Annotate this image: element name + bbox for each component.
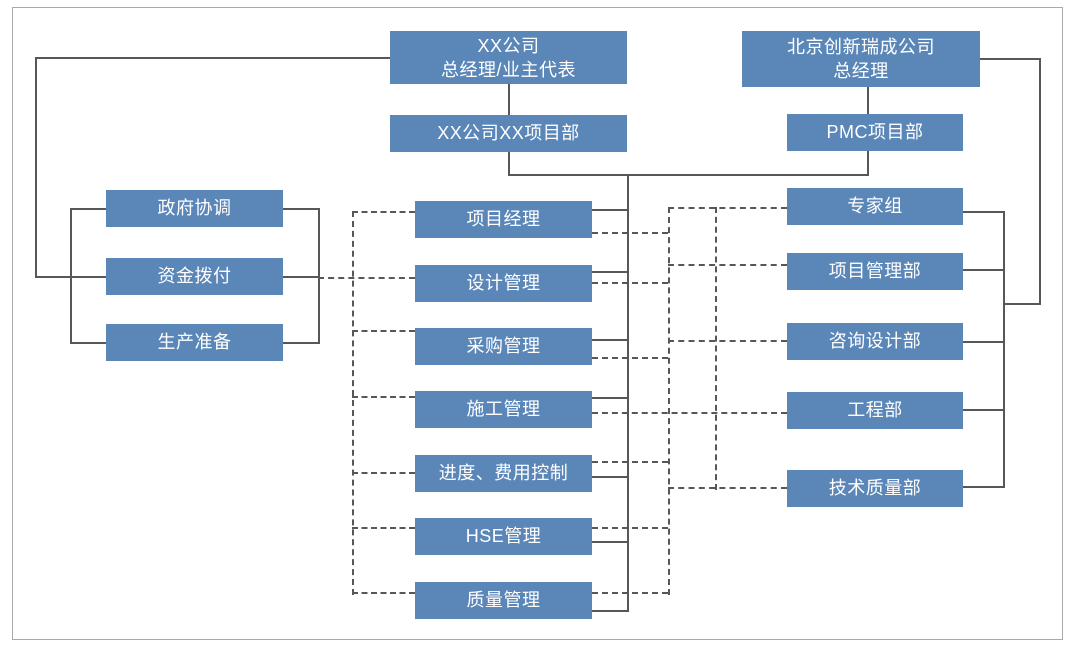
connector-line <box>70 208 72 344</box>
dashed-line <box>668 340 787 342</box>
box-label: 设计管理 <box>466 272 541 293</box>
dashed-line <box>668 264 787 266</box>
connector-line <box>592 610 627 612</box>
dashed-line <box>668 207 670 595</box>
connector-line <box>963 486 1003 488</box>
connector-spine <box>627 174 629 612</box>
dashed-line <box>592 461 668 463</box>
dashed-line <box>352 330 415 332</box>
connector-line <box>592 339 627 341</box>
connector-line <box>963 409 1003 411</box>
box-schedule-cost-control: 进度、费用控制 <box>415 455 592 492</box>
dashed-line <box>592 357 668 359</box>
box-label: HSE管理 <box>465 525 542 546</box>
box-label: 进度、费用控制 <box>438 462 569 483</box>
connector-line <box>980 58 1040 60</box>
box-construction-management: 施工管理 <box>415 391 592 428</box>
connector-line <box>283 208 318 210</box>
connector-line <box>592 476 627 478</box>
box-label: 生产准备 <box>157 331 232 352</box>
connector-line <box>592 209 627 211</box>
dashed-line <box>352 472 415 474</box>
connector-line <box>508 152 510 176</box>
box-engineering-dept: 工程部 <box>787 392 963 429</box>
connector-line <box>35 57 37 278</box>
connector-line <box>318 208 320 344</box>
box-label: 总经理 <box>833 61 889 81</box>
dashed-line <box>668 487 787 489</box>
box-pmc-company-general-manager: 北京创新瑞成公司 总经理 <box>742 31 980 87</box>
box-owner-general-manager: XX公司 总经理/业主代表 <box>390 31 627 84</box>
dashed-line <box>352 211 415 213</box>
box-expert-group: 专家组 <box>787 188 963 225</box>
box-consulting-design-dept: 咨询设计部 <box>787 323 963 360</box>
connector-line <box>592 271 627 273</box>
box-label: 资金拨付 <box>157 265 232 286</box>
dashed-line <box>592 282 668 284</box>
box-label: 采购管理 <box>466 335 541 356</box>
box-label: 政府协调 <box>157 197 232 218</box>
box-hse-management: HSE管理 <box>415 518 592 555</box>
box-government-coordination: 政府协调 <box>106 190 283 227</box>
dashed-line <box>352 527 415 529</box>
connector-line <box>508 174 867 176</box>
box-label: 北京创新瑞成公司 <box>787 37 935 57</box>
connector-line <box>867 87 869 114</box>
box-label: 专家组 <box>847 195 903 216</box>
box-label: PMC项目部 <box>826 121 924 142</box>
connector-line <box>592 541 627 543</box>
box-project-management-dept: 项目管理部 <box>787 253 963 290</box>
box-owner-project-dept: XX公司XX项目部 <box>390 115 627 152</box>
box-label: 质量管理 <box>466 589 541 610</box>
connector-line <box>1003 211 1005 488</box>
connector-line <box>70 208 106 210</box>
box-label: 项目经理 <box>466 208 541 229</box>
box-label: 施工管理 <box>466 398 541 419</box>
box-label: 工程部 <box>847 399 903 420</box>
box-label: 项目管理部 <box>828 260 922 281</box>
box-technical-quality-dept: 技术质量部 <box>787 470 963 507</box>
chart-frame <box>12 7 1063 640</box>
connector-line <box>867 150 869 176</box>
connector-line <box>508 84 510 115</box>
box-design-management: 设计管理 <box>415 265 592 302</box>
box-label: 总经理/业主代表 <box>440 59 576 80</box>
box-label: XX公司XX项目部 <box>437 122 580 143</box>
box-project-manager: 项目经理 <box>415 201 592 238</box>
box-fund-allocation: 资金拨付 <box>106 258 283 295</box>
dashed-line <box>592 592 668 594</box>
box-label: 咨询设计部 <box>828 330 922 351</box>
dashed-line <box>352 396 415 398</box>
connector-line <box>963 341 1003 343</box>
dashed-line <box>715 207 717 490</box>
box-production-preparation: 生产准备 <box>106 324 283 361</box>
connector-line <box>1003 303 1041 305</box>
dashed-line <box>668 207 787 209</box>
dashed-line <box>592 412 787 414</box>
connector-line <box>283 342 318 344</box>
box-label: 技术质量部 <box>828 477 922 498</box>
connector-line <box>283 276 318 278</box>
box-pmc-project-dept: PMC项目部 <box>787 114 963 151</box>
connector-line <box>963 269 1003 271</box>
dashed-line <box>352 211 354 595</box>
connector-line <box>35 57 390 59</box>
dashed-line <box>352 592 415 594</box>
box-procurement-management: 采购管理 <box>415 328 592 365</box>
box-label: XX公司 <box>477 35 540 56</box>
connector-line <box>1039 58 1041 305</box>
dashed-line <box>318 277 415 279</box>
box-quality-management: 质量管理 <box>415 582 592 619</box>
dashed-line <box>592 527 668 529</box>
dashed-line <box>592 232 668 234</box>
connector-line <box>592 397 627 399</box>
connector-line <box>70 342 106 344</box>
connector-line <box>963 211 1003 213</box>
